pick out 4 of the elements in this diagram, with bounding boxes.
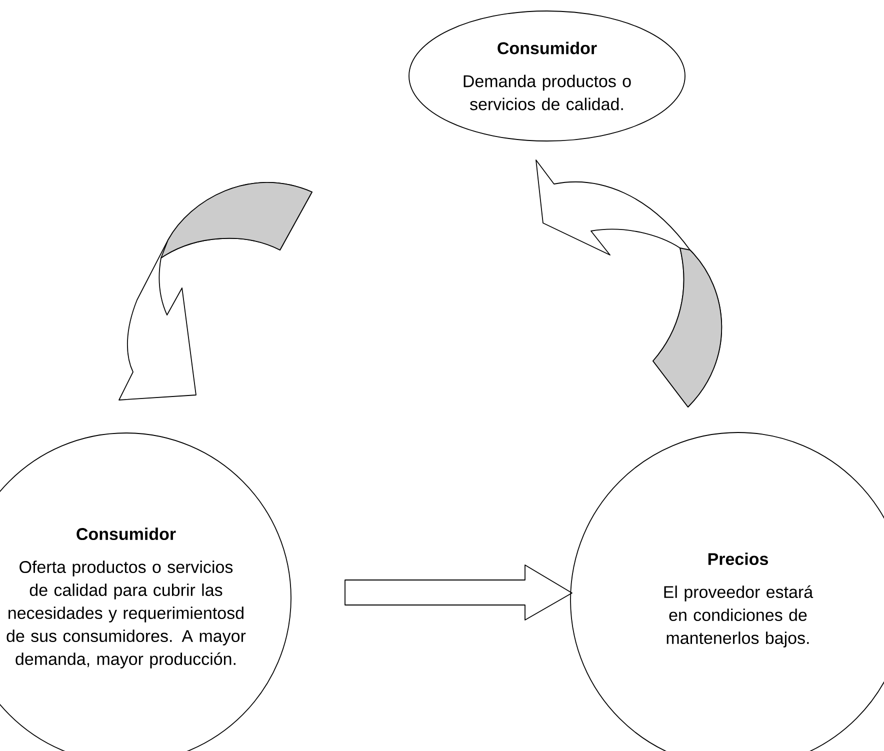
ellipse-node: Consumidor Demanda productos o servicios de calidad.: [408, 10, 686, 142]
curved-arrow: [536, 160, 722, 408]
block-arrow: [344, 564, 572, 620]
curved-arrow: [118, 182, 312, 400]
